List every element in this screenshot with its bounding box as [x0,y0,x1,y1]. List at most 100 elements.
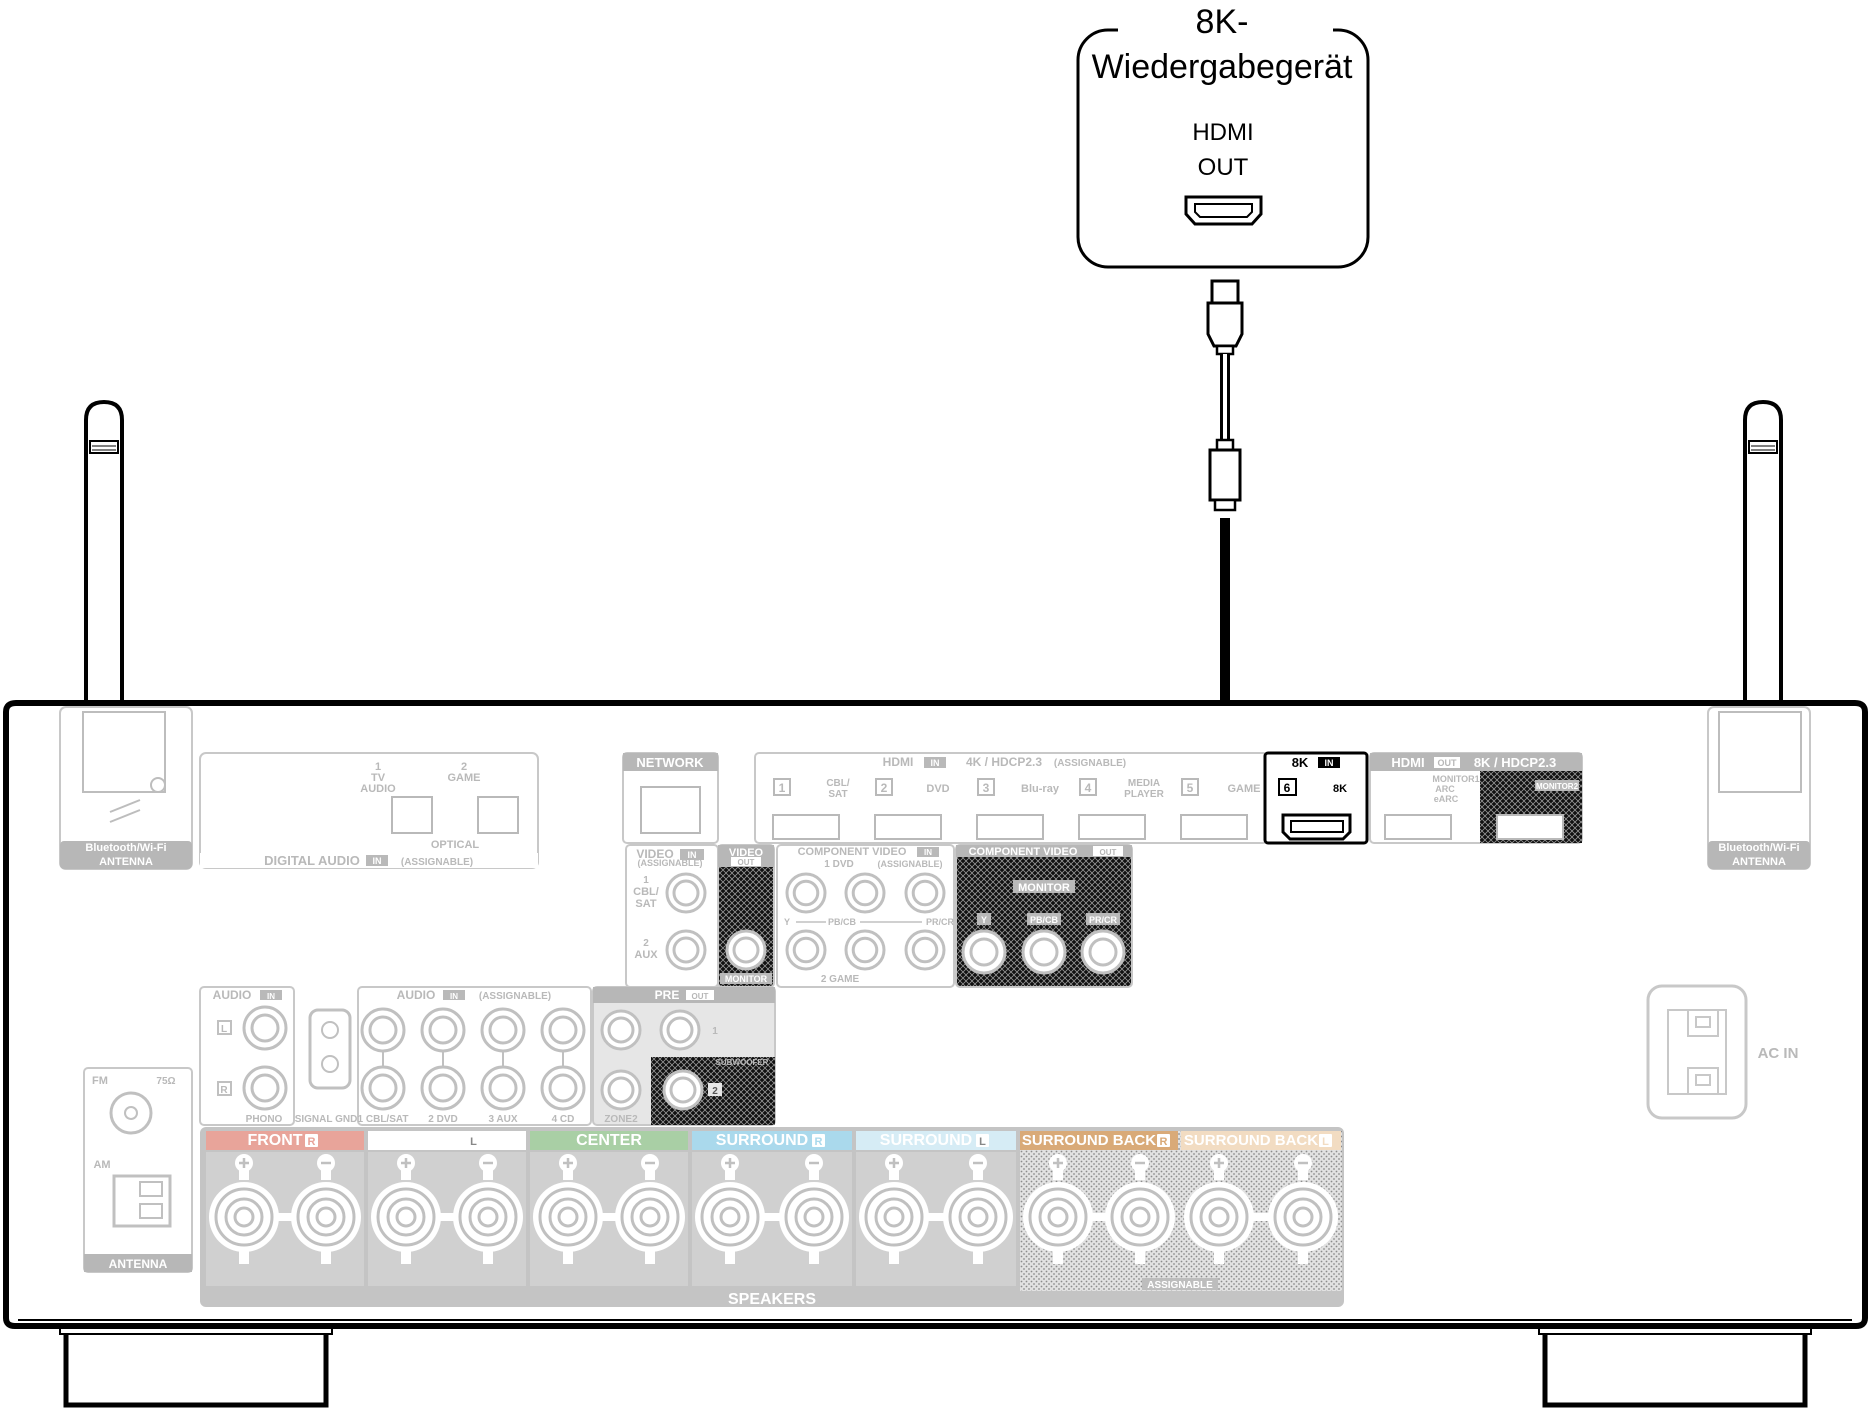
component-out-jack[interactable] [961,929,1007,975]
speaker-terminal[interactable] [533,1182,603,1252]
digital-audio-panel: 1 TV AUDIO 2 GAME OPTICAL DIGITAL AUDIO … [199,752,539,869]
device-port-label-line1: HDMI [1192,119,1253,146]
speaker-terminal[interactable] [615,1182,685,1252]
antenna-left-label-1: Bluetooth/Wi-Fi [85,842,166,854]
audio-assign-in: IN [450,992,458,1001]
speaker-terminal[interactable] [1023,1182,1093,1252]
digital-audio-in: IN [373,856,382,866]
zone2-jack-l[interactable] [600,1009,642,1051]
hdmi-in-num-box [875,778,893,796]
fm-jack[interactable] [109,1091,153,1135]
speaker-terminal[interactable] [695,1182,765,1252]
speaker-terminal[interactable] [779,1182,849,1252]
video-in-jack-2[interactable] [665,929,707,971]
speaker-side: R [308,1136,316,1148]
component-in-jack-game[interactable] [844,929,886,971]
component-out-jack[interactable] [1080,929,1126,975]
antenna-right [1743,399,1783,700]
video-in-title: VIDEO [636,847,673,861]
hdmi-in-port-4[interactable] [1078,814,1146,840]
optical-port-2[interactable] [477,796,519,834]
ethernet-port[interactable] [640,786,701,834]
hdmi-in-num-box [773,778,791,796]
component-in-jack-dvd[interactable] [904,872,946,914]
video-in-in: IN [688,850,697,860]
hdmi-in-port-2[interactable] [874,814,942,840]
hdmi-8k-in-port[interactable] [1281,813,1352,841]
video-in-p1-name-2: SAT [635,898,656,910]
component-in-jack-game[interactable] [785,929,827,971]
audio-in-jack-l[interactable] [420,1007,466,1053]
hdmi-in-port-name: CBL/SAT [826,778,850,800]
comp-out-pr: PR/CR [1089,915,1118,925]
audio-in-jack-l[interactable] [360,1007,406,1053]
video-in-p2-num: 2 [643,938,649,949]
subwoofer-num-1: 1 [712,1026,718,1037]
hdmi-in-port-1[interactable] [772,814,840,840]
video-out-jack[interactable] [725,929,767,971]
audio-in-jack-l[interactable] [540,1007,586,1053]
audio-in-jack-r[interactable] [540,1065,586,1111]
audio-in-label: 3 AUX [488,1114,517,1125]
audio-in-label: 4 CD [552,1114,575,1125]
speaker-terminal[interactable] [1105,1182,1175,1252]
component-in-jack-dvd[interactable] [844,872,886,914]
hdmi-in-port-5[interactable] [1180,814,1248,840]
monitor2-port[interactable] [1496,814,1564,840]
antenna-left-label-2: ANTENNA [99,856,153,868]
zone2-jack-r[interactable] [600,1069,642,1111]
ac-in-panel: AC IN [1646,984,1798,1120]
comp-out-y: Y [981,915,987,925]
speaker-terminal[interactable] [291,1182,361,1252]
monitor1-port[interactable] [1384,814,1452,840]
comp-in-y: Y [784,917,790,927]
signal-gnd-label: SIGNAL GND [295,1114,358,1125]
device-title-line1: 8K- [1196,3,1249,41]
am-terminal[interactable] [112,1174,172,1228]
audio-in-jack-r[interactable] [420,1065,466,1111]
speaker-terminal[interactable] [371,1182,441,1252]
audio-in-label: 1 CBL/SAT [358,1114,409,1125]
speaker-terminal[interactable] [859,1182,929,1252]
device-port-label-line2: OUT [1198,154,1249,181]
antenna-right-label-2: ANTENNA [1732,856,1786,868]
audio-in-jack-r[interactable] [360,1065,406,1111]
optical-label: OPTICAL [431,839,480,851]
audio-in-in: IN [267,992,275,1001]
audio-in-jack-r[interactable] [480,1065,526,1111]
component-out-jack[interactable] [1021,929,1067,975]
component-in-jack-dvd[interactable] [785,872,827,914]
comp-out-out: OUT [1100,848,1117,857]
speaker-terminal[interactable] [943,1182,1013,1252]
hdmi-in-num-box [1181,778,1199,796]
component-in-jack-game[interactable] [904,929,946,971]
comp-out-title: COMPONENT VIDEO [969,846,1078,858]
device-hdmi-out-port[interactable] [1184,195,1263,226]
speaker-terminal[interactable] [453,1182,523,1252]
hdmi-in-port-num: 3 [983,781,990,795]
signal-gnd-terminal[interactable] [308,1008,352,1090]
subwoofer-jack-2[interactable] [662,1069,704,1111]
hdmi-out-out: OUT [1438,758,1458,768]
speaker-side: L [470,1136,477,1148]
speaker-group-name: SURROUND BACK [1022,1132,1156,1149]
speaker-terminal[interactable] [209,1182,279,1252]
subwoofer-jack-1[interactable] [659,1009,701,1051]
speaker-terminal[interactable] [1184,1182,1254,1252]
pre-out-subwoofer: SUBWOOFER [716,1058,769,1067]
audio-in-jack-l[interactable] [480,1007,526,1053]
phono-jack-l[interactable] [242,1005,288,1051]
ac-inlet[interactable] [1646,984,1748,1120]
phono-jack-r[interactable] [242,1065,288,1111]
hdmi-in-assignable: (ASSIGNABLE) [1054,758,1126,769]
hdmi-in-in: IN [931,758,940,768]
hdmi-in-num-box [977,778,995,796]
hdmi-in-port-num: 1 [779,781,786,795]
optical-port-1[interactable] [391,796,433,834]
hdmi-in-port-3[interactable] [976,814,1044,840]
video-in-jack-1[interactable] [665,872,707,914]
speaker-terminal[interactable] [1268,1182,1338,1252]
comp-out-monitor: MONITOR [1018,882,1070,894]
